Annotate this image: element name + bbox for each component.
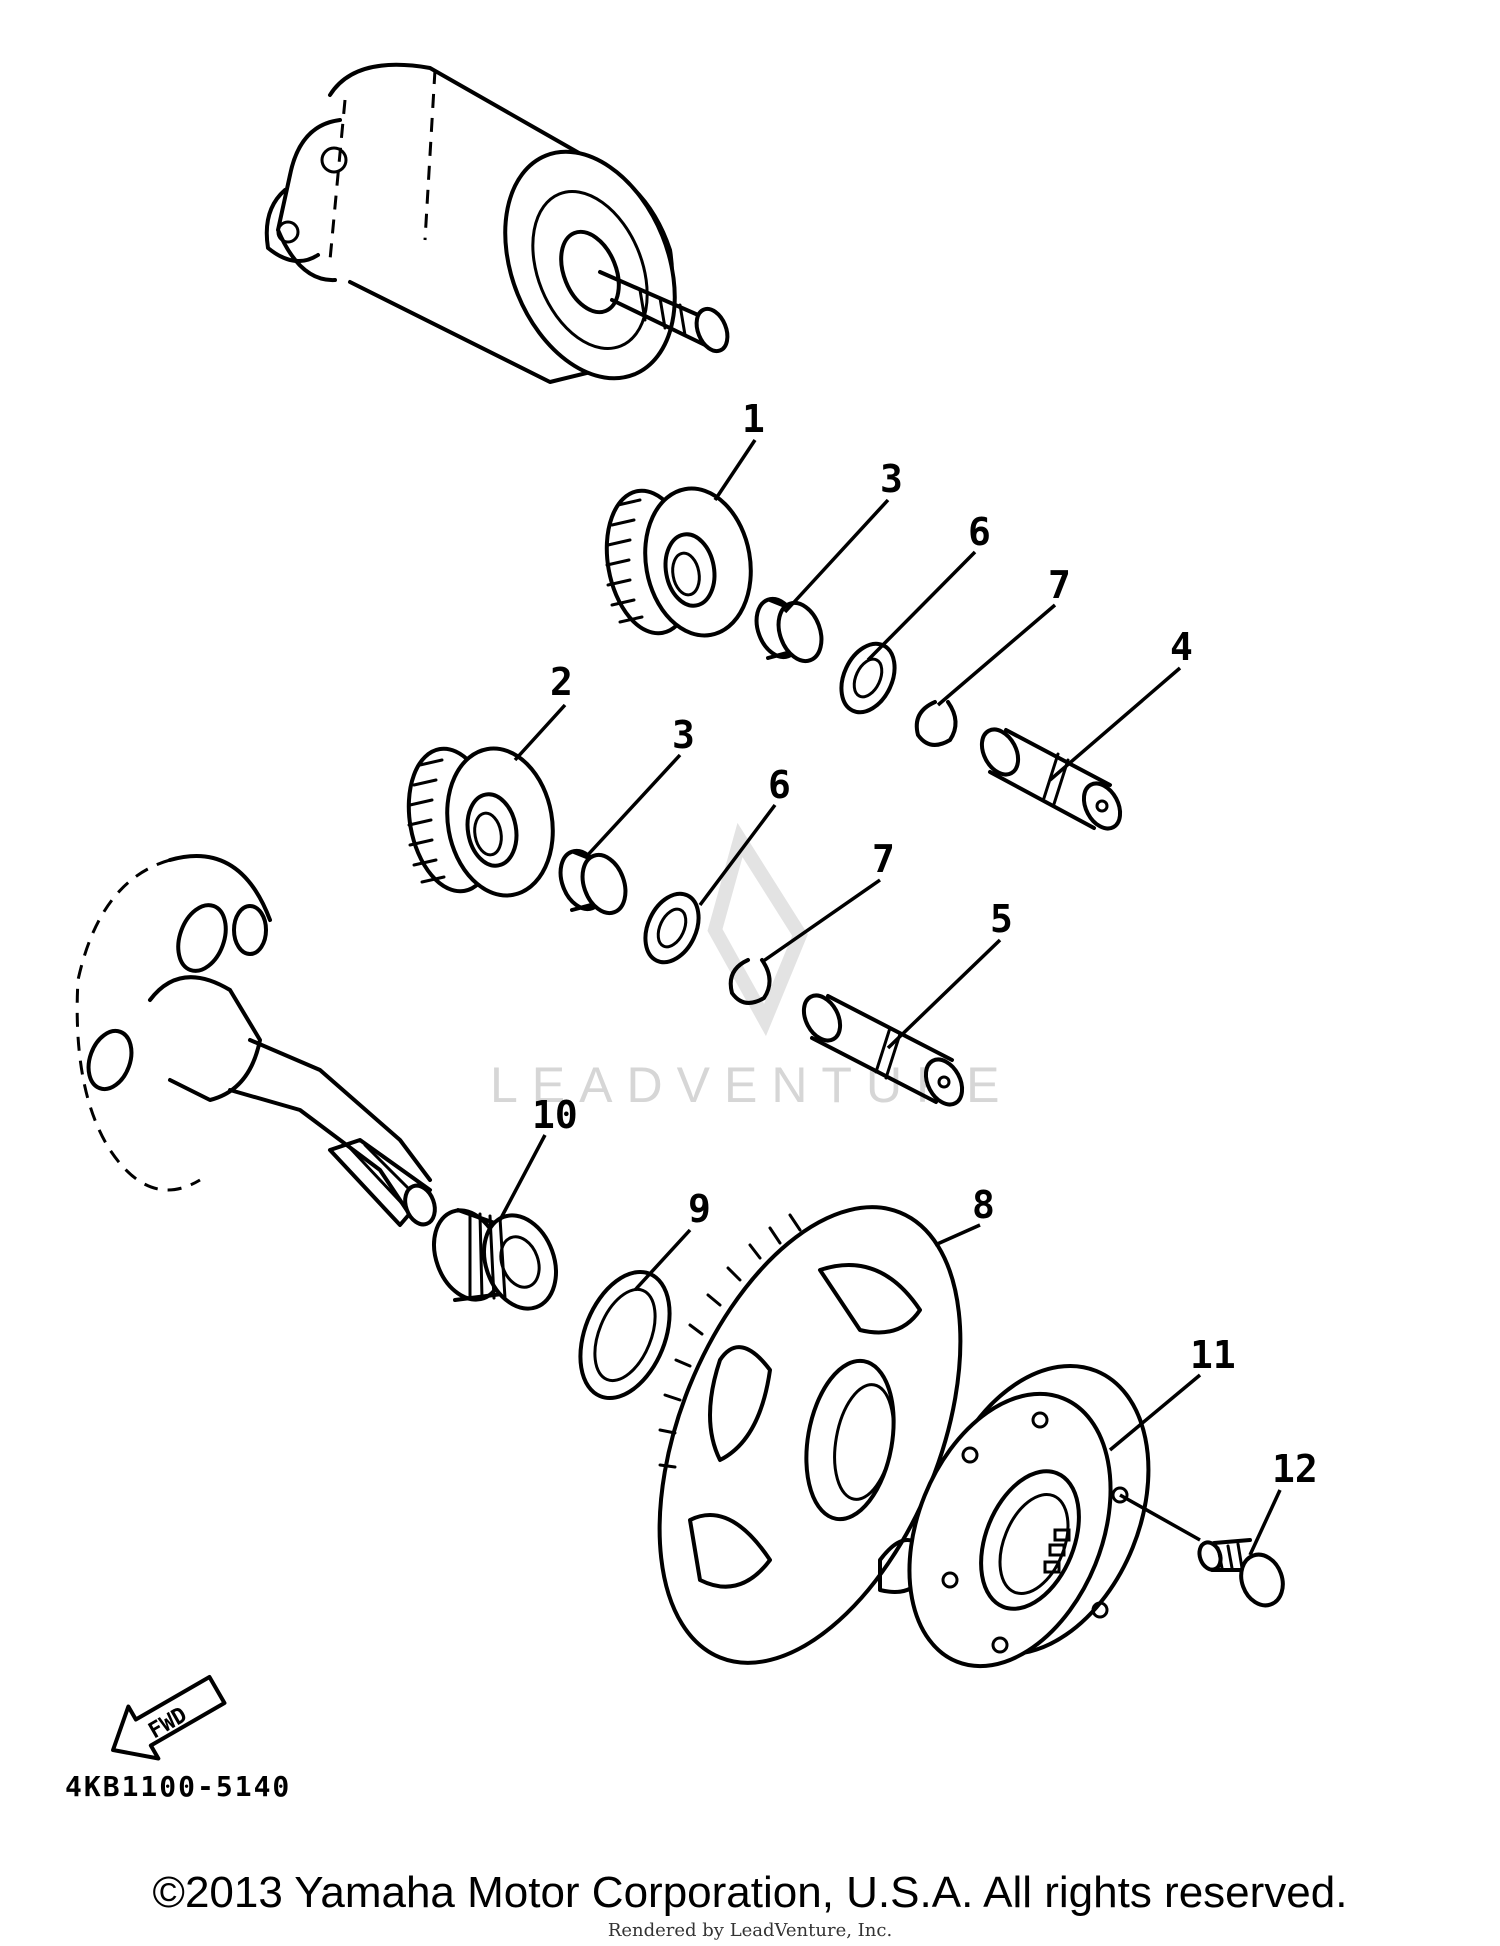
diagram-code: 4KB1100-5140 <box>65 1770 291 1803</box>
one-way-clutch-11 <box>907 1363 1151 1669</box>
callout-11: 11 <box>1190 1333 1236 1377</box>
gear-2 <box>406 746 555 898</box>
callout-labels: 1 2 3 3 4 5 6 6 7 7 8 9 10 11 12 <box>532 397 1318 1491</box>
shaft-5 <box>801 993 965 1107</box>
callout-7-lower: 7 <box>872 837 895 881</box>
washer-6-lower <box>643 891 701 965</box>
rendered-by-notice: Rendered by LeadVenture, Inc. <box>607 1920 893 1941</box>
copyright-notice: ©2013 Yamaha Motor Corporation, U.S.A. A… <box>152 1868 1348 1917</box>
clutch-housing-shaft <box>75 854 437 1227</box>
callout-12: 12 <box>1272 1447 1318 1491</box>
bearing-10 <box>432 1208 558 1311</box>
callout-3-lower: 3 <box>672 713 695 757</box>
callout-1: 1 <box>742 397 765 441</box>
needle-bearing-3-upper <box>754 596 824 664</box>
callout-9: 9 <box>688 1187 711 1231</box>
bolt-12 <box>1197 1538 1285 1608</box>
needle-bearing-3-lower <box>558 848 628 916</box>
callout-3-upper: 3 <box>880 457 903 501</box>
fwd-arrow: FWD <box>111 1675 227 1761</box>
callout-6-upper: 6 <box>968 510 991 554</box>
circlip-7-upper <box>914 700 958 747</box>
callout-2: 2 <box>550 660 573 704</box>
starter-motor <box>264 62 730 384</box>
washer-9 <box>578 1269 672 1401</box>
callout-4: 4 <box>1170 625 1193 669</box>
leadventure-watermark: LEADVENTURE <box>490 822 1014 1113</box>
callout-7-upper: 7 <box>1048 563 1071 607</box>
callout-10: 10 <box>532 1093 578 1137</box>
gear-1 <box>604 486 753 638</box>
shaft-4 <box>979 727 1123 831</box>
callout-6-lower: 6 <box>768 763 791 807</box>
callout-5: 5 <box>990 897 1013 941</box>
watermark-text: LEADVENTURE <box>490 1057 1014 1113</box>
circlip-7-lower <box>728 958 772 1005</box>
washer-6-upper <box>839 641 897 715</box>
callout-8: 8 <box>972 1183 995 1227</box>
leader-lines <box>498 439 1282 1556</box>
